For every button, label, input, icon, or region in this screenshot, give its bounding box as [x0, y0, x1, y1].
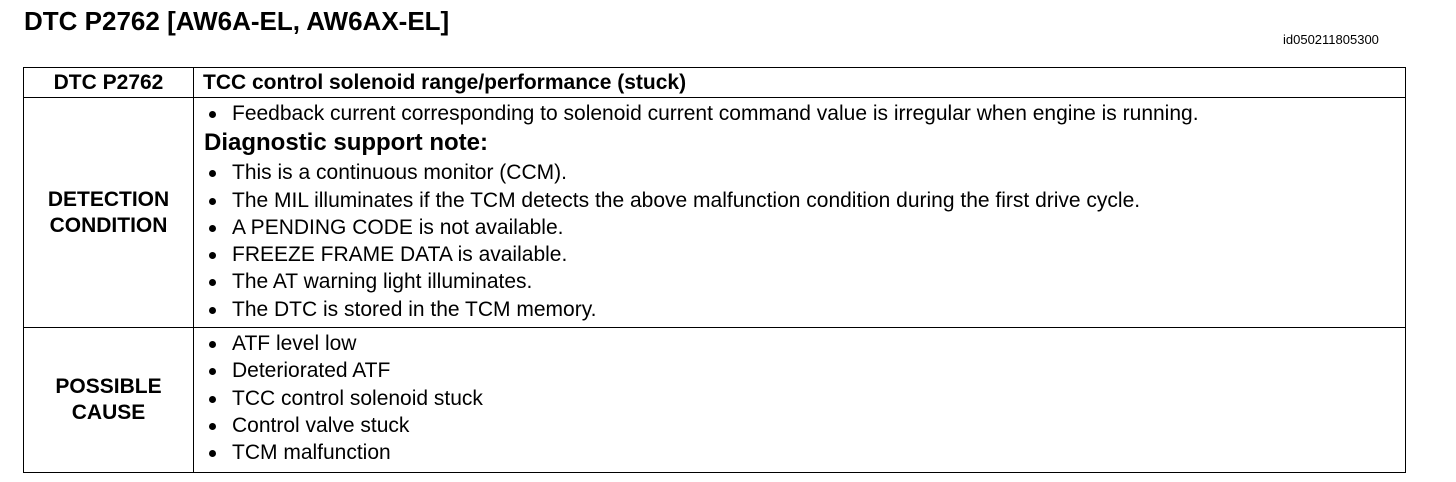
dtc-description-cell: TCC control solenoid range/performance (…	[193, 67, 1406, 98]
list-item: The AT warning light illuminates.	[204, 268, 1405, 295]
cause-label-line2: CAUSE	[71, 401, 146, 425]
list-item: TCC control solenoid stuck	[204, 385, 1405, 412]
detection-top-list: Feedback current corresponding to soleno…	[204, 100, 1405, 127]
table-header-row: DTC P2762 TCC control solenoid range/per…	[23, 67, 1406, 98]
list-item: This is a continuous monitor (CCM).	[204, 159, 1405, 186]
list-item: Control valve stuck	[204, 412, 1405, 439]
possible-cause-label: POSSIBLE CAUSE	[23, 327, 194, 474]
document-id: id050211805300	[1283, 32, 1379, 47]
detection-condition-label: DETECTION CONDITION	[23, 96, 194, 329]
list-item: TCM malfunction	[204, 439, 1405, 466]
list-item: A PENDING CODE is not available.	[204, 214, 1405, 241]
support-note-list: This is a continuous monitor (CCM). The …	[204, 159, 1405, 323]
possible-cause-content: ATF level low Deteriorated ATF TCC contr…	[193, 327, 1406, 474]
detection-label-line1: DETECTION	[47, 187, 170, 211]
list-item: Feedback current corresponding to soleno…	[204, 100, 1405, 127]
list-item: The DTC is stored in the TCM memory.	[204, 296, 1405, 323]
dtc-table: DTC P2762 TCC control solenoid range/per…	[23, 67, 1406, 474]
detection-label-line2: CONDITION	[49, 213, 168, 237]
possible-cause-row: POSSIBLE CAUSE ATF level low Deteriorate…	[23, 327, 1406, 474]
cause-label-line1: POSSIBLE	[55, 375, 162, 399]
list-item: The MIL illuminates if the TCM detects t…	[204, 187, 1405, 214]
list-item: FREEZE FRAME DATA is available.	[204, 241, 1405, 268]
support-note-heading: Diagnostic support note:	[204, 129, 488, 157]
page-title: DTC P2762 [AW6A-EL, AW6AX-EL]	[24, 6, 450, 36]
list-item: Deteriorated ATF	[204, 357, 1405, 384]
detection-condition-content: Feedback current corresponding to soleno…	[193, 96, 1406, 329]
list-item: ATF level low	[204, 330, 1405, 357]
detection-condition-row: DETECTION CONDITION Feedback current cor…	[23, 96, 1406, 329]
dtc-code-cell: DTC P2762	[23, 67, 194, 98]
cause-list: ATF level low Deteriorated ATF TCC contr…	[204, 330, 1405, 466]
